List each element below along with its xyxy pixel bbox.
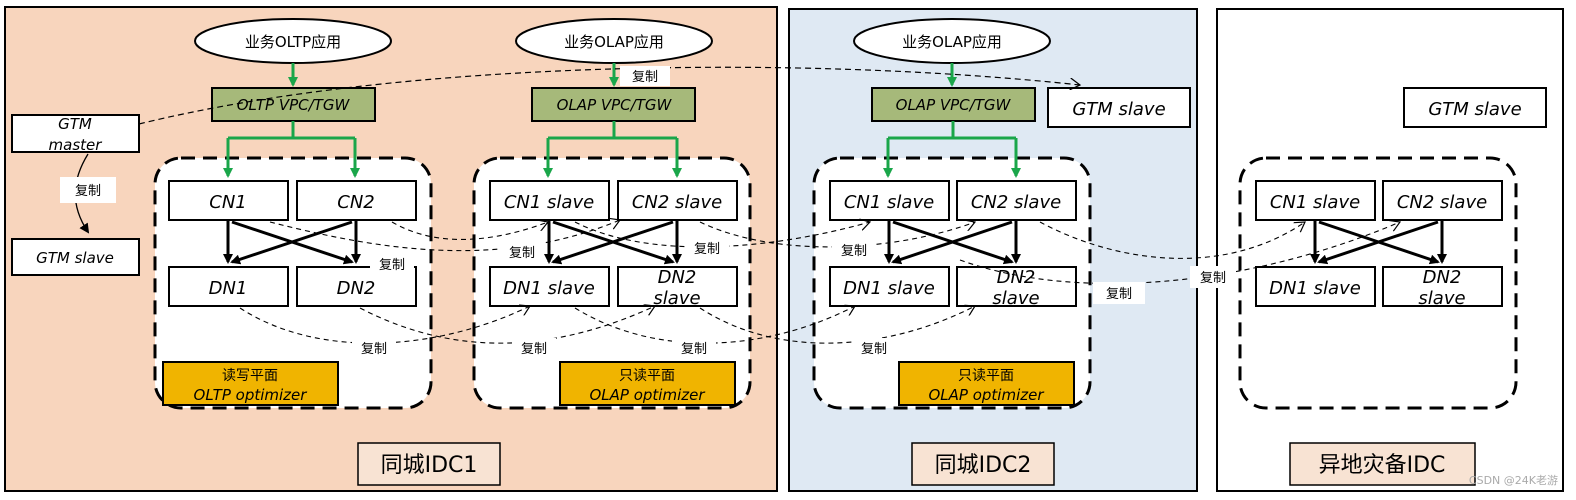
node-dr-cn2: CN2 slave bbox=[1382, 180, 1503, 221]
zone-title-idc2: 同城IDC2 bbox=[911, 442, 1055, 486]
rep-label-6: 复制 bbox=[1200, 271, 1226, 286]
svg-text:DN1 slave: DN1 slave bbox=[843, 278, 935, 299]
svg-text:slave: slave bbox=[1418, 288, 1465, 309]
fork-olap2 bbox=[883, 121, 1021, 178]
svg-text:DN2: DN2 bbox=[658, 267, 697, 288]
rep-label-8: 复制 bbox=[521, 342, 547, 357]
svg-text:CN1 slave: CN1 slave bbox=[504, 192, 594, 213]
node-olap1-dn2: DN2 slave bbox=[617, 266, 738, 309]
fork-oltp bbox=[223, 121, 360, 178]
rep-label-gtm: 复制 bbox=[75, 184, 101, 199]
rep-label-5: 复制 bbox=[1106, 287, 1132, 302]
node-olap2-dn1: DN1 slave bbox=[829, 266, 950, 307]
svg-text:GTM slave: GTM slave bbox=[1428, 99, 1521, 120]
svg-text:DN1 slave: DN1 slave bbox=[1269, 278, 1361, 299]
svg-text:CN1: CN1 bbox=[209, 192, 247, 213]
node-dr-cn1: CN1 slave bbox=[1255, 180, 1376, 221]
app-oltp: 业务OLTP应用 bbox=[194, 18, 392, 64]
node-dr-dn2: DN2 slave bbox=[1382, 266, 1503, 309]
gtm-master-to-idc2-arrow bbox=[138, 66, 1080, 125]
gateway-olap1: OLAP VPC/TGW bbox=[531, 87, 696, 122]
svg-text:CN2: CN2 bbox=[337, 192, 375, 213]
links-oltp bbox=[223, 220, 361, 265]
svg-text:OLAP VPC/TGW: OLAP VPC/TGW bbox=[557, 96, 673, 114]
rep-label-10: 复制 bbox=[861, 342, 887, 357]
node-olap1-cn2: CN2 slave bbox=[617, 180, 738, 221]
gateway-olap2: OLAP VPC/TGW bbox=[871, 87, 1036, 122]
svg-text:GTM: GTM bbox=[58, 115, 92, 133]
watermark: CSDN @24K老游 bbox=[1469, 474, 1558, 487]
app-olap2-label: 业务OLAP应用 bbox=[902, 33, 1002, 51]
svg-text:slave: slave bbox=[653, 288, 700, 309]
svg-text:同城IDC1: 同城IDC1 bbox=[381, 453, 478, 478]
svg-text:异地灾备IDC: 异地灾备IDC bbox=[1319, 453, 1446, 478]
node-dr-dn1: DN1 slave bbox=[1255, 266, 1376, 307]
gtm-slave-idc2: GTM slave bbox=[1047, 87, 1191, 128]
svg-text:CN2 slave: CN2 slave bbox=[1397, 192, 1487, 213]
rep-label-1: 复制 bbox=[379, 258, 405, 273]
svg-text:DN2: DN2 bbox=[997, 267, 1036, 288]
svg-text:DN2: DN2 bbox=[337, 278, 376, 299]
node-oltp-dn1: DN1 bbox=[168, 266, 289, 307]
svg-text:GTM slave: GTM slave bbox=[1072, 99, 1165, 120]
gtm-slave-idc3: GTM slave bbox=[1403, 87, 1547, 128]
svg-text:OLAP optimizer: OLAP optimizer bbox=[589, 386, 705, 404]
fork-olap1 bbox=[543, 121, 682, 178]
gateway-oltp: OLTP VPC/TGW bbox=[211, 87, 376, 122]
svg-text:DN1 slave: DN1 slave bbox=[503, 278, 595, 299]
app-olap1: 业务OLAP应用 bbox=[515, 18, 713, 64]
svg-text:CN2 slave: CN2 slave bbox=[971, 192, 1061, 213]
svg-text:只读平面: 只读平面 bbox=[958, 367, 1014, 384]
svg-text:CN1 slave: CN1 slave bbox=[1270, 192, 1360, 213]
rep-label-3: 复制 bbox=[694, 242, 720, 257]
rep-label-4: 复制 bbox=[841, 244, 867, 259]
rep-label-2: 复制 bbox=[509, 246, 535, 261]
rep-label-gtm-bg bbox=[60, 177, 116, 203]
node-olap1-dn1: DN1 slave bbox=[489, 266, 610, 307]
svg-text:读写平面: 读写平面 bbox=[222, 367, 278, 384]
svg-text:GTM slave: GTM slave bbox=[36, 249, 114, 267]
node-olap2-dn2: DN2 slave bbox=[956, 266, 1077, 309]
svg-text:master: master bbox=[49, 136, 103, 154]
node-oltp-cn1: CN1 bbox=[168, 180, 289, 221]
svg-text:DN2: DN2 bbox=[1423, 267, 1462, 288]
links-olap1 bbox=[544, 220, 682, 265]
rep-label-7: 复制 bbox=[361, 342, 387, 357]
app-olap1-label: 业务OLAP应用 bbox=[564, 33, 664, 51]
svg-text:OLAP optimizer: OLAP optimizer bbox=[928, 386, 1044, 404]
svg-text:DN1: DN1 bbox=[209, 278, 248, 299]
gtm-slave-idc1: GTM slave bbox=[11, 238, 140, 276]
links-olap2 bbox=[884, 220, 1021, 265]
svg-text:CN1 slave: CN1 slave bbox=[844, 192, 934, 213]
node-olap2-cn1: CN1 slave bbox=[829, 180, 950, 221]
plane-olap2: 只读平面 OLAP optimizer bbox=[898, 361, 1075, 406]
svg-text:OLAP VPC/TGW: OLAP VPC/TGW bbox=[896, 96, 1012, 114]
gtm-master: GTM master bbox=[11, 114, 140, 154]
svg-text:同城IDC2: 同城IDC2 bbox=[935, 453, 1032, 478]
node-oltp-cn2: CN2 bbox=[296, 180, 417, 221]
svg-text:OLTP VPC/TGW: OLTP VPC/TGW bbox=[237, 96, 351, 114]
zone-title-idc3: 异地灾备IDC bbox=[1289, 442, 1476, 486]
app-oltp-label: 业务OLTP应用 bbox=[245, 33, 341, 51]
plane-oltp: 读写平面 OLTP optimizer bbox=[162, 361, 339, 406]
rep-label-top: 复制 bbox=[632, 70, 658, 85]
node-olap1-cn1: CN1 slave bbox=[489, 180, 610, 221]
zone-title-idc1: 同城IDC1 bbox=[357, 442, 501, 486]
app-olap2: 业务OLAP应用 bbox=[853, 18, 1051, 64]
svg-text:OLTP optimizer: OLTP optimizer bbox=[194, 386, 308, 404]
rep-labels bbox=[352, 238, 1236, 358]
rep-label-top-bg bbox=[620, 66, 670, 86]
links-dr bbox=[1310, 220, 1447, 265]
node-olap2-cn2: CN2 slave bbox=[956, 180, 1077, 221]
plane-olap1: 只读平面 OLAP optimizer bbox=[559, 361, 736, 406]
rep-label-9: 复制 bbox=[681, 342, 707, 357]
svg-text:CN2 slave: CN2 slave bbox=[632, 192, 722, 213]
svg-text:只读平面: 只读平面 bbox=[619, 367, 675, 384]
svg-text:slave: slave bbox=[992, 288, 1039, 309]
